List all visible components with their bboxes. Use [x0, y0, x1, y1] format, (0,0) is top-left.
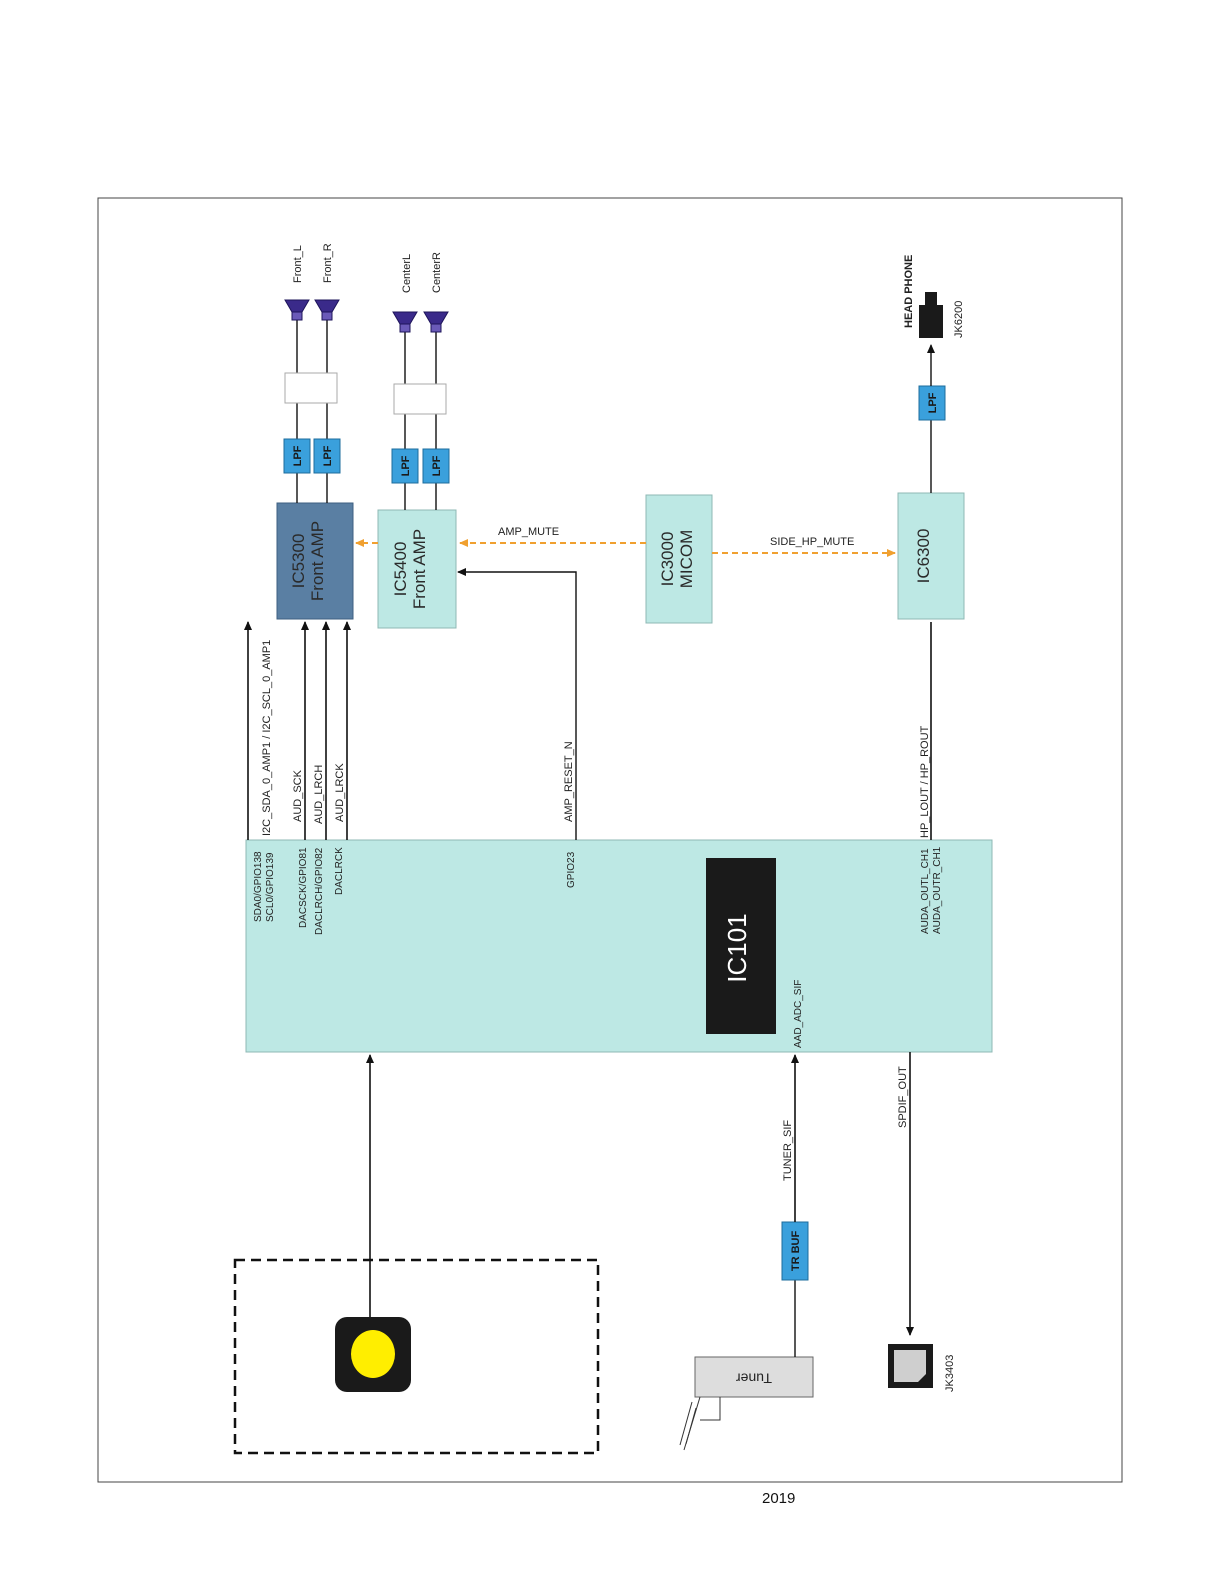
ic5400-block — [377, 509, 457, 629]
lpf-front-l-label: LPF — [292, 445, 304, 466]
ic101-block — [245, 839, 993, 1053]
diagram-frame — [97, 197, 1123, 1483]
signal-spdif-out: SPDIF_OUT — [897, 1066, 909, 1128]
ic3000-name: IC3000 — [658, 532, 677, 587]
lpf-center-l-label: LPF — [400, 455, 412, 476]
headphone-jack-icon — [919, 292, 943, 338]
signal-i2c: I2C_SDA_0_AMP1 / I2C_SCL_0_AMP1 — [261, 640, 273, 836]
signal-aud-lrch: AUD_LRCH — [313, 765, 325, 824]
pin-daclrck: DACLRCK — [334, 847, 345, 895]
signal-tuner-sif: TUNER_SIF — [782, 1120, 794, 1181]
speaker-front-l-label: Front_L — [292, 245, 304, 283]
ic5400-name: IC5400 — [391, 542, 410, 597]
tuner-block — [694, 1356, 814, 1398]
signal-hp-out: HP_LOUT / HP_ROUT — [919, 725, 931, 838]
lpf-front-r — [313, 438, 341, 474]
speaker-front-r-label: Front_R — [322, 243, 334, 283]
ic5300-block — [276, 502, 354, 620]
spdif-jack-label: JK3403 — [944, 1355, 956, 1392]
center-output-block — [393, 383, 447, 415]
pin-auda-l: AUDA_OUTL_CH1 — [920, 848, 931, 934]
pin-auda-r: AUDA_OUTR_CH1 — [932, 846, 943, 934]
pin-daclrch: DACLRCH/GPIO82 — [314, 847, 325, 935]
speaker-center-r-label: CenterR — [431, 252, 443, 293]
speaker-front-r-icon — [314, 299, 340, 321]
lpf-headphone — [918, 385, 946, 421]
line-amp-reset — [457, 568, 577, 840]
pin-sda: SDA0/GPIO138 — [253, 851, 264, 922]
page-number: 2019 — [762, 1490, 796, 1507]
signal-amp-mute: AMP_MUTE — [498, 526, 559, 538]
optical-jack-icon — [888, 1344, 933, 1388]
pin-dacsck: DACSCK/GPIO81 — [298, 847, 309, 928]
headphone-jack-label: JK6200 — [953, 301, 965, 338]
ic5300-function: Front AMP — [308, 521, 327, 601]
signal-amp-reset: AMP_RESET_N — [563, 741, 575, 822]
lpf-center-l — [391, 448, 419, 484]
front-output-block — [284, 372, 338, 404]
tuner-label: Tuner — [736, 1370, 772, 1386]
speaker-center-l-label: CenterL — [401, 254, 413, 293]
ic6300-name: IC6300 — [914, 529, 933, 584]
ic3000-function: MICOM — [677, 530, 696, 589]
trbuf-label: TR BUF — [790, 1231, 802, 1272]
indicator-light — [351, 1330, 395, 1378]
speaker-center-r-icon — [423, 311, 449, 333]
speaker-front-l-icon — [284, 299, 310, 321]
signal-aud-lrck: AUD_LRCK — [334, 763, 346, 822]
headphone-label: HEAD PHONE — [903, 255, 915, 328]
ic5400-function: Front AMP — [410, 529, 429, 609]
ic101-label-box — [706, 858, 776, 1034]
pin-gpio23: GPIO23 — [566, 851, 577, 888]
lpf-center-r-label: LPF — [431, 455, 443, 476]
ic6300-block — [897, 492, 965, 620]
ic3000-block — [645, 494, 713, 624]
lpf-front-r-label: LPF — [322, 445, 334, 466]
lpf-front-l — [283, 438, 311, 474]
signal-side-hp-mute: SIDE_HP_MUTE — [770, 536, 854, 548]
signal-aad-adc-sif: AAD_ADC_SIF — [793, 980, 804, 1048]
speaker-center-l-icon — [392, 311, 418, 333]
lpf-center-r — [422, 448, 450, 484]
lpf-headphone-label: LPF — [927, 392, 939, 413]
antenna-icon — [679, 1396, 721, 1451]
ic5300-name: IC5300 — [289, 534, 308, 589]
ic101-label: IC101 — [722, 913, 752, 982]
external-source-box — [233, 1258, 600, 1455]
signal-aud-sck: AUD_SCK — [292, 769, 304, 822]
pin-scl: SCL0/GPIO139 — [265, 852, 276, 922]
